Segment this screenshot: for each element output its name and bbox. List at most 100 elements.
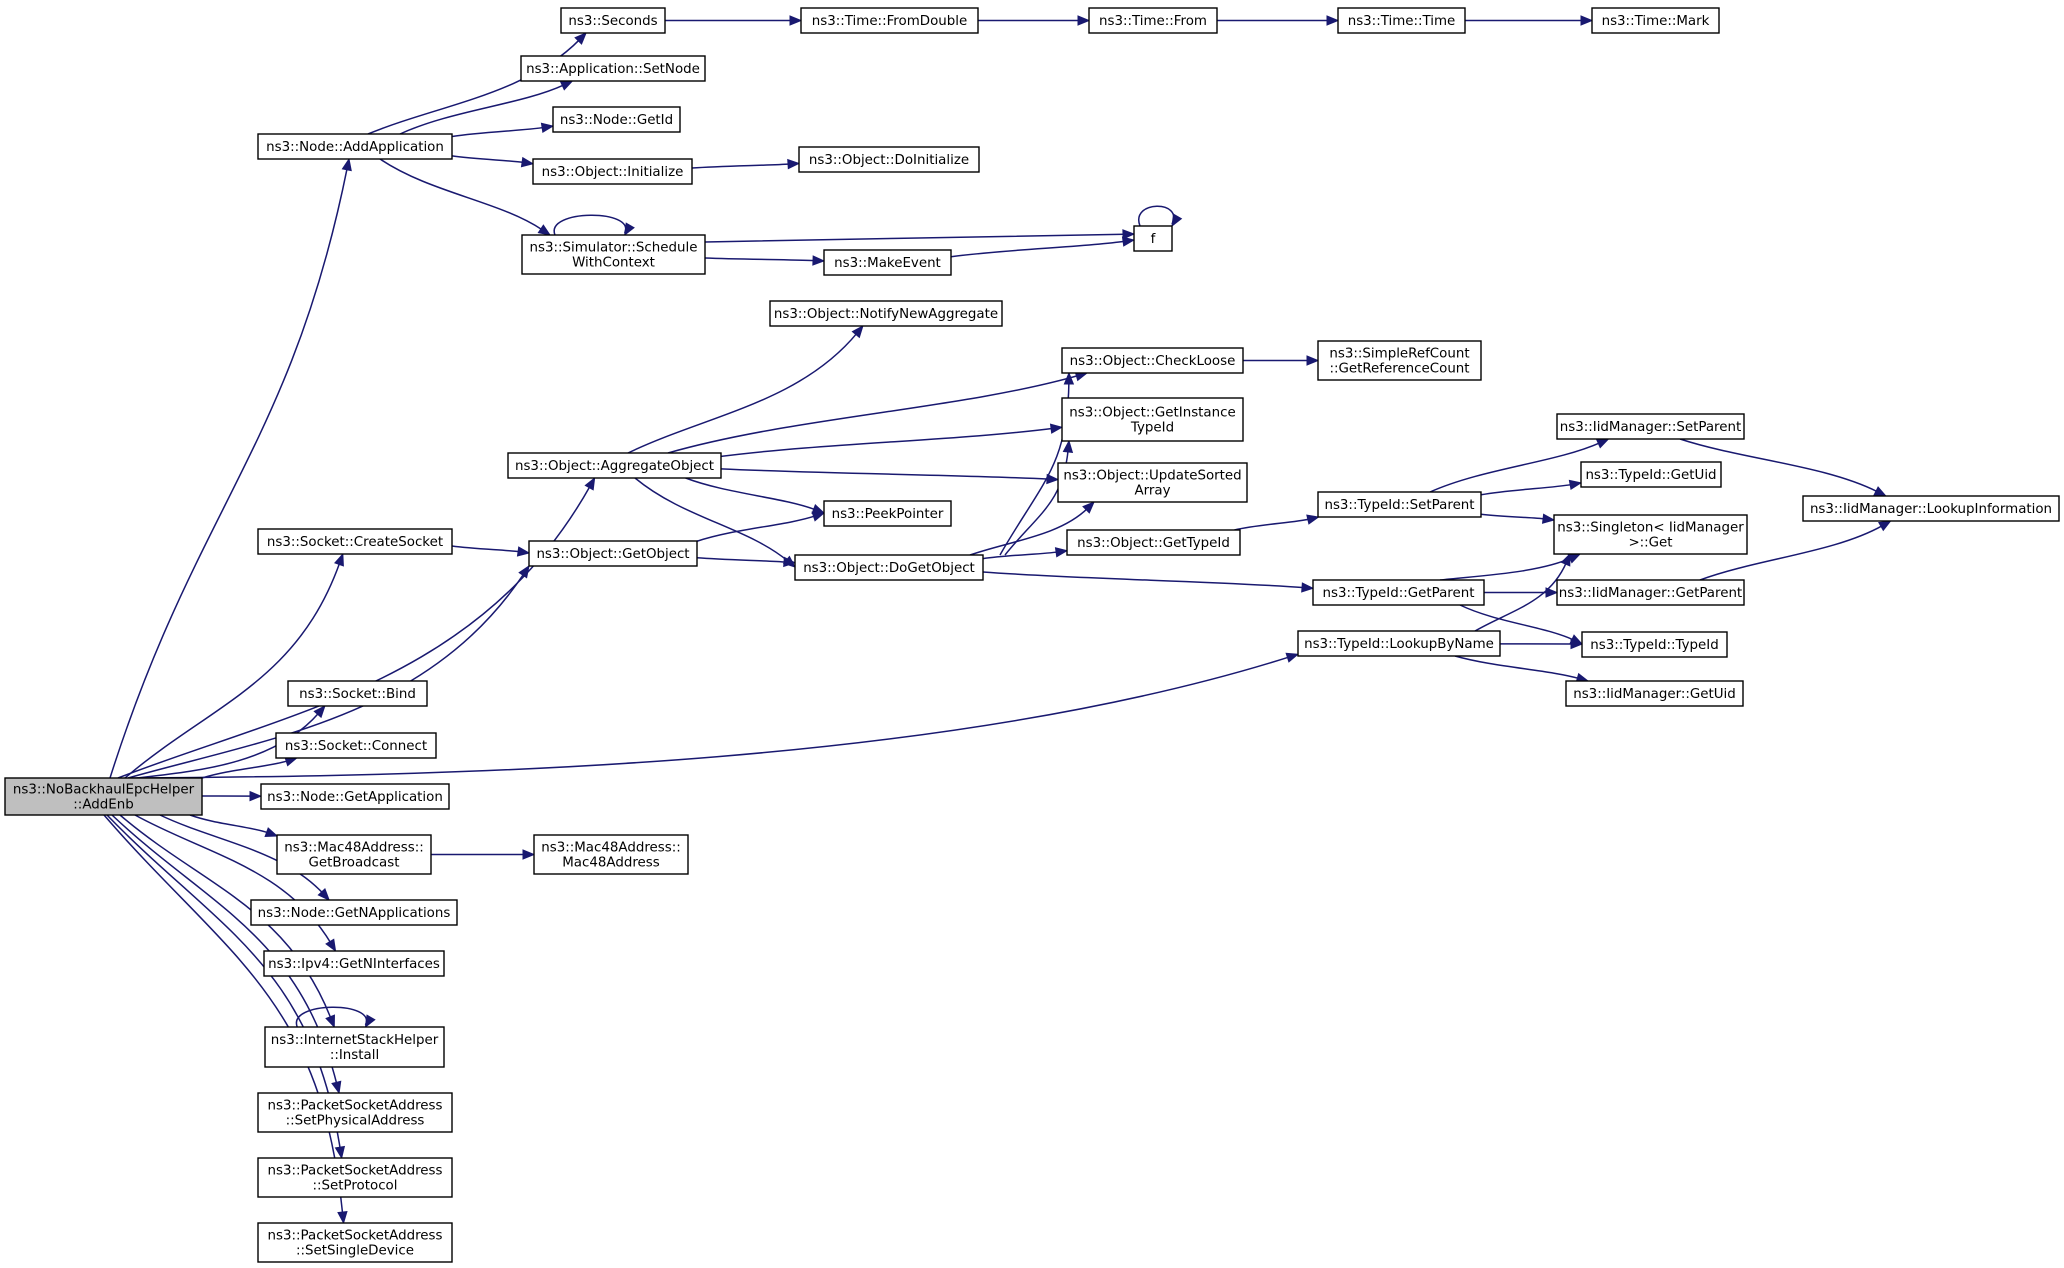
node-init[interactable]: ns3::Object::Initialize — [532, 158, 693, 185]
node-label: ns3::Object::GetObject — [536, 547, 689, 562]
node-getuid[interactable]: ns3::TypeId::GetUid — [1580, 461, 1722, 488]
node-refcount[interactable]: ns3::SimpleRefCount::GetReferenceCount — [1317, 340, 1482, 381]
node-setparent[interactable]: ns3::TypeId::SetParent — [1317, 491, 1482, 518]
node-getparent[interactable]: ns3::TypeId::GetParent — [1312, 579, 1485, 606]
node-label: ns3::Application::SetNode — [526, 62, 700, 77]
edge-root-to-createsocket — [124, 562, 341, 779]
edge-root-to-addapp — [109, 167, 348, 779]
edge-dogetobject-to-getinst-arrowhead — [1062, 439, 1074, 453]
edge-setparent-to-getuid — [1480, 483, 1573, 496]
edge-setparent-to-iid_setparent-arrowhead — [1595, 438, 1610, 449]
edge-aggregate-to-checkloose — [667, 374, 1079, 454]
node-getapp[interactable]: ns3::Node::GetApplication — [260, 783, 450, 810]
node-getbroadcast[interactable]: ns3::Mac48Address::GetBroadcast — [276, 834, 432, 875]
node-box — [1061, 347, 1244, 374]
node-setproto[interactable]: ns3::PacketSocketAddress::SetProtocol — [257, 1157, 453, 1198]
edge-fromdouble-to-from-arrowhead — [1077, 15, 1091, 26]
node-from[interactable]: ns3::Time::From — [1088, 7, 1218, 34]
node-box — [560, 7, 666, 34]
edge-getobject-to-peek-arrowhead — [811, 511, 826, 522]
node-notify[interactable]: ns3::Object::NotifyNewAggregate — [769, 300, 1003, 327]
node-getnapps[interactable]: ns3::Node::GetNApplications — [250, 899, 458, 926]
node-root[interactable]: ns3::NoBackhaulEpcHelper::AddEnb — [4, 777, 203, 816]
edge-makeevent-to-f-arrowhead — [1121, 236, 1136, 247]
node-getid[interactable]: ns3::Node::GetId — [552, 106, 681, 133]
node-label: ns3::Mac48Address:: — [541, 841, 681, 856]
edge-aggregate-to-peek — [685, 477, 816, 511]
node-doinit[interactable]: ns3::Object::DoInitialize — [798, 146, 980, 173]
node-setphys[interactable]: ns3::PacketSocketAddress::SetPhysicalAdd… — [257, 1092, 453, 1133]
node-label: ns3::Simulator::Schedule — [530, 241, 698, 256]
node-label: ns3::Time::FromDouble — [812, 14, 967, 29]
edge-setparent-to-getuid-arrowhead — [1568, 479, 1583, 491]
node-f[interactable]: f — [1133, 225, 1173, 252]
node-iid-getparent[interactable]: ns3::IidManager::GetParent — [1556, 579, 1745, 606]
node-install[interactable]: ns3::InternetStackHelper::Install — [264, 1026, 445, 1068]
nodes-layer: ns3::NoBackhaulEpcHelper::AddEnbns3::Nod… — [4, 7, 2060, 1263]
node-setnode[interactable]: ns3::Application::SetNode — [520, 55, 706, 82]
node-createsocket[interactable]: ns3::Socket::CreateSocket — [257, 528, 453, 555]
node-singleton[interactable]: ns3::Singleton< IidManager>::Get — [1553, 514, 1748, 555]
node-makeevent[interactable]: ns3::MakeEvent — [823, 249, 952, 276]
node-box — [1088, 7, 1218, 34]
node-peek[interactable]: ns3::PeekPointer — [823, 500, 952, 527]
node-typeid[interactable]: ns3::TypeId::TypeId — [1581, 631, 1728, 658]
edge-aggregate-to-notify-arrowhead — [851, 324, 864, 339]
node-checkloose[interactable]: ns3::Object::CheckLoose — [1061, 347, 1244, 374]
node-box — [800, 7, 979, 34]
node-box — [257, 133, 453, 160]
edge-addapp-to-schedule — [379, 158, 543, 231]
node-bind[interactable]: ns3::Socket::Bind — [287, 680, 428, 707]
node-label: ns3::IidManager::GetUid — [1573, 687, 1736, 702]
edge-init-to-doinit — [691, 163, 791, 169]
edge-seconds-to-fromdouble-arrowhead — [789, 15, 803, 26]
node-label: ns3::Node::GetNApplications — [258, 906, 451, 921]
edge-iid_getparent-to-lookupinfo — [1699, 524, 1884, 581]
node-addapp[interactable]: ns3::Node::AddApplication — [257, 133, 453, 160]
edge-install-to-install — [295, 1006, 368, 1028]
node-iid-getuid[interactable]: ns3::IidManager::GetUid — [1565, 680, 1744, 707]
node-box — [769, 300, 1003, 327]
node-time[interactable]: ns3::Time::Time — [1337, 7, 1466, 34]
node-getobject[interactable]: ns3::Object::GetObject — [528, 540, 698, 567]
edge-addapp-to-getid-arrowhead — [540, 122, 555, 133]
node-label: ns3::IidManager::LookupInformation — [1810, 502, 2052, 517]
node-getnif[interactable]: ns3::Ipv4::GetNInterfaces — [263, 950, 445, 977]
node-label: ns3::SimpleRefCount — [1329, 347, 1469, 362]
edge-dogetobject-to-checkloose-arrowhead — [1063, 371, 1075, 385]
node-box — [257, 1222, 453, 1263]
node-box — [1556, 413, 1745, 440]
node-connect[interactable]: ns3::Socket::Connect — [275, 732, 437, 759]
node-dogetobject[interactable]: ns3::Object::DoGetObject — [794, 554, 984, 581]
node-box — [532, 158, 693, 185]
edge-aggregate-to-getinst-arrowhead — [1049, 423, 1064, 434]
node-seconds[interactable]: ns3::Seconds — [560, 7, 666, 34]
node-aggregate[interactable]: ns3::Object::AggregateObject — [507, 452, 722, 479]
edge-gettypeid-to-setparent-arrowhead — [1306, 514, 1320, 525]
node-setsingle[interactable]: ns3::PacketSocketAddress::SetSingleDevic… — [257, 1222, 453, 1263]
node-fromdouble[interactable]: ns3::Time::FromDouble — [800, 7, 979, 34]
node-lookupbyname[interactable]: ns3::TypeId::LookupByName — [1297, 630, 1501, 657]
node-mac48[interactable]: ns3::Mac48Address::Mac48Address — [533, 834, 689, 875]
edge-schedule-to-makeevent-arrowhead — [812, 255, 826, 266]
node-iid-setparent[interactable]: ns3::IidManager::SetParent — [1556, 413, 1745, 440]
edge-aggregate-to-dogetobject — [634, 477, 789, 562]
node-label: ns3::Seconds — [568, 14, 657, 29]
node-label: Mac48Address — [562, 856, 660, 871]
node-label: ns3::MakeEvent — [834, 256, 941, 271]
node-mark[interactable]: ns3::Time::Mark — [1591, 7, 1720, 34]
edge-addapp-to-setnode-arrowhead — [559, 80, 574, 91]
edge-getobject-to-dogetobject — [696, 557, 787, 563]
node-label: ns3::Object::DoInitialize — [809, 153, 969, 168]
edge-getbroadcast-to-mac48-arrowhead — [522, 849, 536, 860]
edge-f-to-f — [1138, 205, 1175, 227]
node-gettypeid[interactable]: ns3::Object::GetTypeId — [1066, 529, 1241, 556]
edge-addapp-to-init-arrowhead — [520, 156, 535, 168]
edge-lookupbyname-to-singleton — [1474, 561, 1568, 632]
node-label: ::Install — [330, 1048, 379, 1063]
node-lookupinfo[interactable]: ns3::IidManager::LookupInformation — [1802, 495, 2060, 522]
